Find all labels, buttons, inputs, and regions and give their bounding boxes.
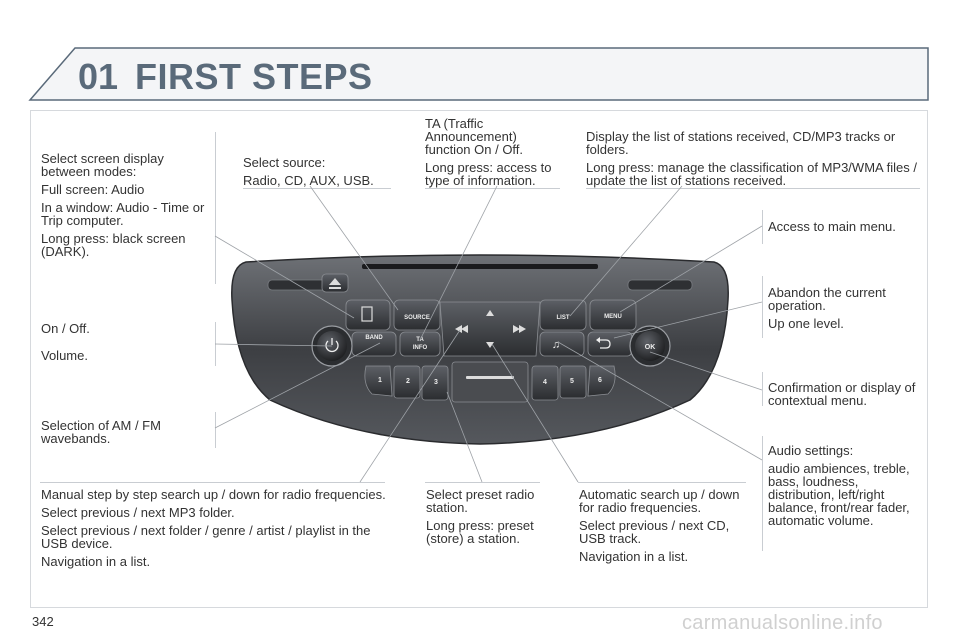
callout-list: Display the list of stations received, C… <box>586 130 920 192</box>
callout-text: Navigation in a list. <box>579 549 689 564</box>
menu-button[interactable]: MENU <box>589 299 637 331</box>
divider <box>215 412 216 448</box>
callout-text: On / Off. <box>41 321 90 336</box>
source-label: SOURCE <box>404 315 430 321</box>
callout-text: Navigation in a list. <box>41 554 151 569</box>
callout-menu: Access to main menu. <box>768 220 928 238</box>
back-button[interactable] <box>587 331 633 357</box>
preset-button-4[interactable]: 4 <box>531 365 559 401</box>
source-button[interactable]: SOURCE <box>393 299 441 331</box>
callout-text: Access to main menu. <box>768 219 896 234</box>
divider <box>762 372 763 406</box>
preset-button-5[interactable]: 5 <box>559 365 587 399</box>
list-button[interactable]: LIST <box>539 299 587 331</box>
fast-forward-icon <box>513 325 526 333</box>
info-label: INFO <box>413 345 428 351</box>
callout-text: TA (Traffic Announcement) function On / … <box>425 116 524 157</box>
down-arrow-icon <box>486 342 494 348</box>
divider <box>425 482 540 483</box>
callout-text: Select previous / next CD, USB track. <box>579 518 730 546</box>
preset-label: 5 <box>570 378 574 385</box>
ta-label: TA <box>416 337 424 343</box>
callout-text: Manual step by step search up / down for… <box>41 487 386 502</box>
divider <box>215 322 216 366</box>
callout-ok: Confirmation or display of contextual me… <box>768 381 923 412</box>
callout-text: Up one level. <box>768 316 844 331</box>
preset-label: 1 <box>378 377 382 384</box>
menu-label: MENU <box>604 314 622 320</box>
divider <box>762 276 763 338</box>
callout-text: Audio settings: <box>768 443 854 458</box>
callout-text: Select screen display between modes: <box>41 151 164 179</box>
divider <box>40 482 385 483</box>
callout-text: Select previous / next folder / genre / … <box>41 523 371 551</box>
band-label: BAND <box>365 335 383 341</box>
callout-text: Long press: manage the classification of… <box>586 160 917 188</box>
preset-label: 2 <box>406 378 410 385</box>
audio-settings-button[interactable]: ♫ <box>539 331 585 357</box>
preset-label: 3 <box>434 379 438 386</box>
navigation-pad[interactable] <box>439 301 541 357</box>
callout-text: Long press: black screen (DARK). <box>41 231 186 259</box>
music-note-icon: ♫ <box>552 339 560 351</box>
divider <box>215 132 216 284</box>
chapter-title: FIRST STEPS <box>135 56 373 97</box>
callout-text: Abandon the current operation. <box>768 285 886 313</box>
callout-manual-step: Manual step by step search up / down for… <box>41 488 386 573</box>
preset-label: 4 <box>543 379 547 386</box>
callout-text: Volume. <box>41 348 88 363</box>
callout-text: Long press: access to type of informatio… <box>425 160 552 188</box>
callout-source: Select source: Radio, CD, AUX, USB. <box>243 156 393 192</box>
callout-on-off: On / Off. Volume. <box>41 322 211 367</box>
callout-text: Long press: preset (store) a station. <box>426 518 534 546</box>
ta-info-button[interactable]: TA INFO <box>399 331 441 357</box>
callout-text: Full screen: Audio <box>41 182 145 197</box>
callout-auto-search: Automatic search up / down for radio fre… <box>579 488 749 568</box>
callout-text: audio ambiences, treble, bass, loudness,… <box>768 461 910 528</box>
callout-text: Radio, CD, AUX, USB. <box>243 173 374 188</box>
callout-text: Confirmation or display of contextual me… <box>768 380 916 408</box>
callout-band: Selection of AM / FM wavebands. <box>41 419 211 450</box>
callout-text: Display the list of stations received, C… <box>586 129 896 157</box>
callout-text: Select preset radio station. <box>426 487 535 515</box>
callout-text: Select source: <box>243 155 326 170</box>
ok-knob[interactable]: OK <box>629 325 671 367</box>
preset-button-3[interactable]: 3 <box>421 365 449 401</box>
callout-text: In a window: Audio - Time or Trip comput… <box>41 200 205 228</box>
preset-label: 6 <box>598 377 602 384</box>
watermark: carmanualsonline.info <box>682 612 883 634</box>
callout-text: Selection of AM / FM wavebands. <box>41 418 161 446</box>
divider <box>578 482 746 483</box>
chapter-number: 01 <box>78 56 119 97</box>
ok-label: OK <box>645 344 656 351</box>
chapter-header-frame <box>28 47 929 101</box>
callout-text: Select previous / next MP3 folder. <box>41 505 235 520</box>
page-number: 342 <box>32 614 54 629</box>
callout-ta: TA (Traffic Announcement) function On / … <box>425 117 565 192</box>
preset-button-2[interactable]: 2 <box>393 365 421 399</box>
content-frame <box>30 110 928 608</box>
divider <box>243 188 391 189</box>
divider <box>762 436 763 551</box>
list-label: LIST <box>557 315 570 321</box>
eject-button[interactable] <box>321 273 349 293</box>
callout-audio-settings: Audio settings: audio ambiences, treble,… <box>768 444 918 532</box>
callout-back: Abandon the current operation. Up one le… <box>768 286 918 335</box>
callout-display-modes: Select screen display between modes: Ful… <box>41 152 211 263</box>
band-button[interactable]: BAND <box>351 331 397 357</box>
callout-preset: Select preset radio station. Long press:… <box>426 488 551 550</box>
power-volume-knob[interactable] <box>311 325 353 367</box>
divider <box>586 188 920 189</box>
callout-text: Automatic search up / down for radio fre… <box>579 487 740 515</box>
divider <box>762 210 763 244</box>
divider <box>425 188 560 189</box>
display-mode-button[interactable] <box>345 299 391 331</box>
